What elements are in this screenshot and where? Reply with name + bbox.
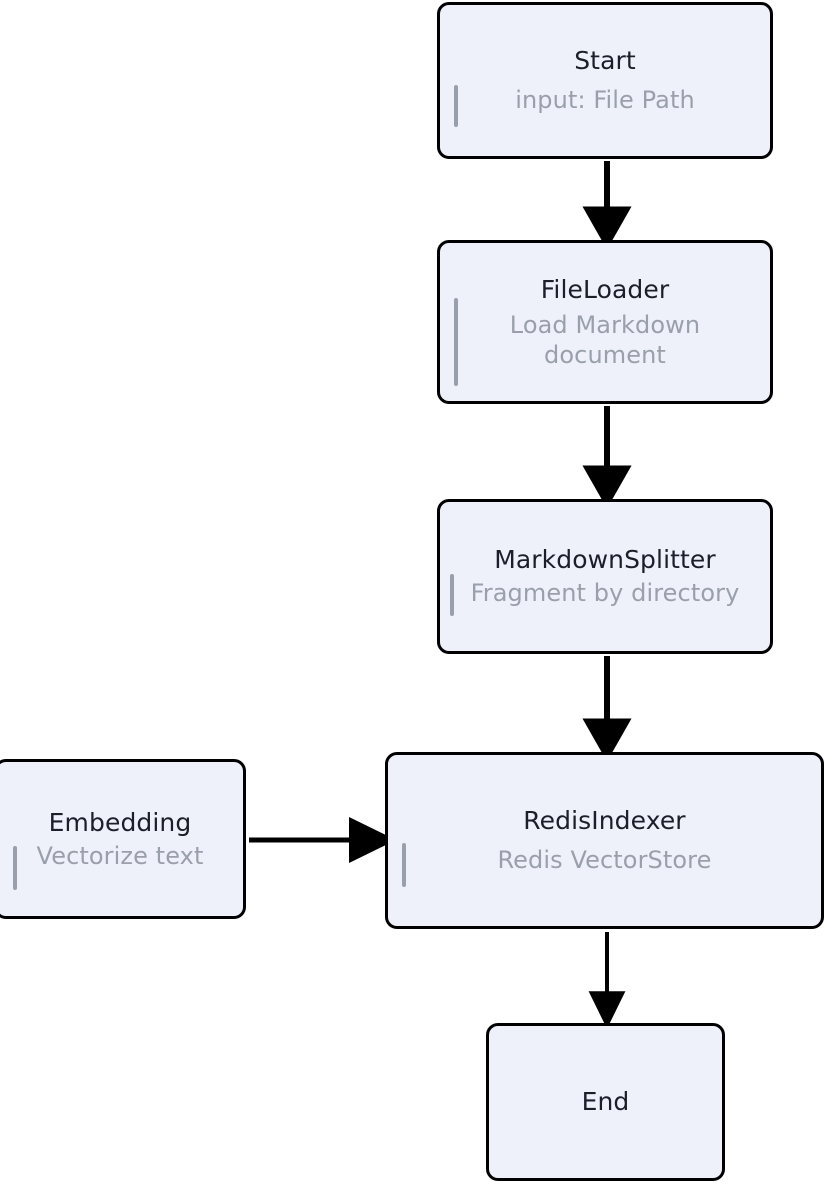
node-markdownsplitter[interactable]: MarkdownSplitter Fragment by directory [437,499,773,654]
node-embedding[interactable]: Embedding Vectorize text [0,759,246,919]
node-subtitle: Load Markdown document [509,311,701,369]
node-title: End [581,1087,630,1117]
accent-bar-icon [13,846,17,890]
accent-bar-icon [402,843,406,887]
node-title: Start [574,46,636,76]
node-title: Embedding [48,807,192,837]
node-fileloader[interactable]: FileLoader Load Markdown document [437,240,773,404]
node-redisindexer[interactable]: RedisIndexer Redis VectorStore [385,752,824,929]
node-subtitle: Vectorize text [36,841,204,870]
node-start[interactable]: Start input: File Path [437,2,773,159]
node-title: MarkdownSplitter [494,545,716,575]
accent-bar-icon [450,574,454,616]
node-title: RedisIndexer [523,806,686,836]
node-subtitle: Fragment by directory [470,579,740,608]
accent-bar-icon [454,298,458,386]
node-subtitle: Redis VectorStore [497,846,712,875]
node-title: FileLoader [540,275,670,305]
accent-bar-icon [454,85,458,127]
node-subtitle: input: File Path [515,86,695,115]
node-end[interactable]: End [486,1023,725,1181]
